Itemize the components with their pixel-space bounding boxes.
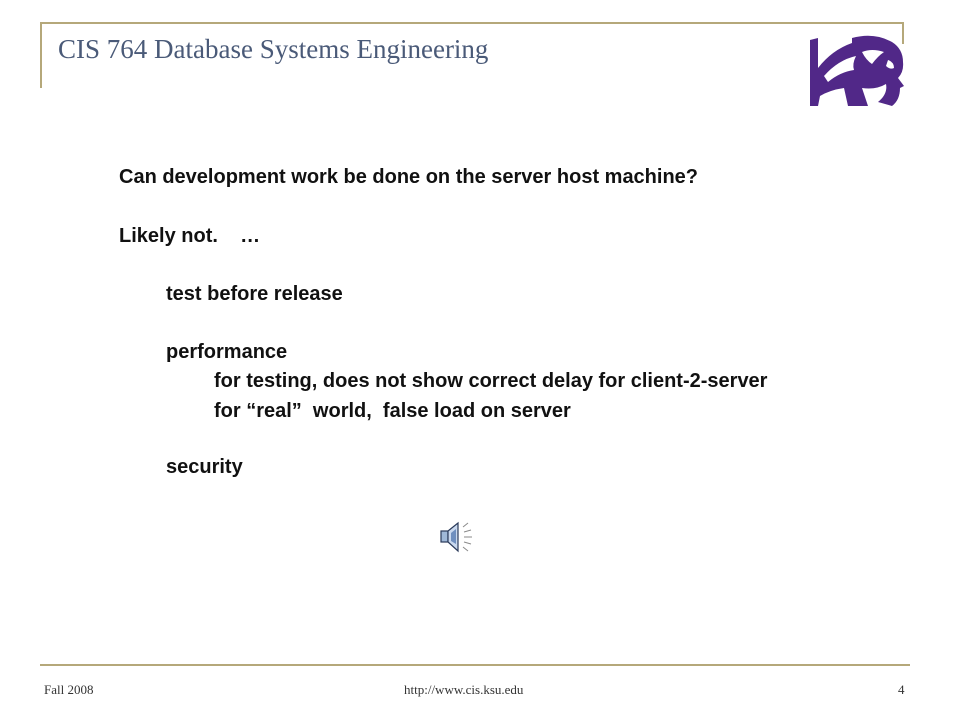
footer-url: http://www.cis.ksu.edu [404, 682, 524, 697]
question-text: Can development work be done on the serv… [119, 166, 699, 188]
footer-date: Fall 2008 [44, 682, 94, 697]
kstate-wildcat-logo-icon [810, 35, 904, 106]
point-security: security [166, 456, 243, 478]
performance-subpoint-2: for “real” world, false load on server [214, 400, 571, 422]
header-rule-left [40, 22, 42, 88]
point-test-before-release: test before release [166, 283, 343, 305]
answer-text: Likely not. … [119, 225, 261, 247]
speaker-icon[interactable] [438, 520, 478, 554]
header-rule-right [902, 22, 904, 44]
performance-subpoint-1: for testing, does not show correct delay… [214, 370, 768, 392]
header-rule-top [40, 22, 904, 24]
slide-title: CIS 764 Database Systems Engineering [58, 34, 489, 64]
footer-page-number: 4 [898, 682, 905, 697]
point-performance: performance [166, 341, 288, 363]
footer-rule [40, 664, 910, 666]
